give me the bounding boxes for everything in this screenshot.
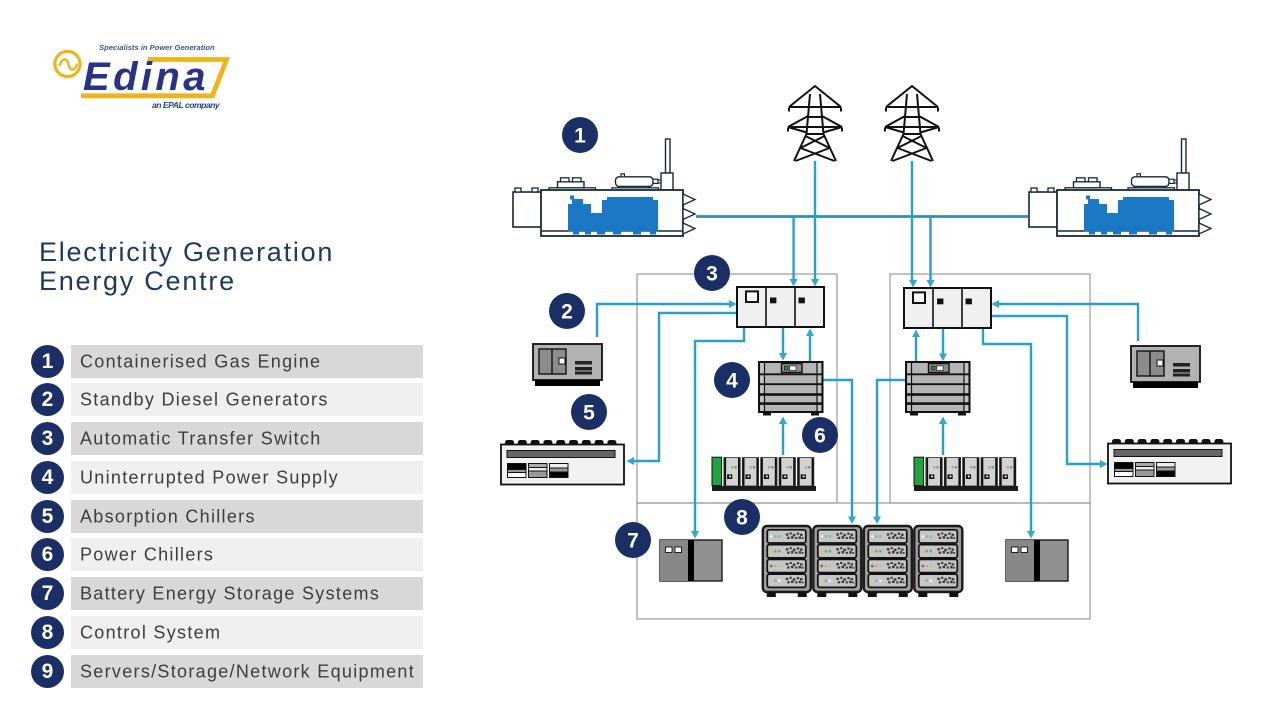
svg-text:4: 4 bbox=[726, 370, 738, 393]
svg-text:1: 1 bbox=[574, 125, 586, 148]
svg-text:7: 7 bbox=[627, 530, 639, 553]
svg-text:an EPAL company: an EPAL company bbox=[152, 100, 221, 110]
svg-text:Specialists in Power Generatio: Specialists in Power Generation bbox=[99, 43, 215, 52]
svg-text:3: 3 bbox=[706, 263, 718, 286]
svg-text:8: 8 bbox=[736, 507, 748, 530]
svg-text:6: 6 bbox=[814, 425, 826, 448]
svg-text:Edina: Edina bbox=[83, 55, 209, 99]
svg-text:5: 5 bbox=[583, 402, 595, 425]
svg-text:2: 2 bbox=[561, 301, 573, 324]
